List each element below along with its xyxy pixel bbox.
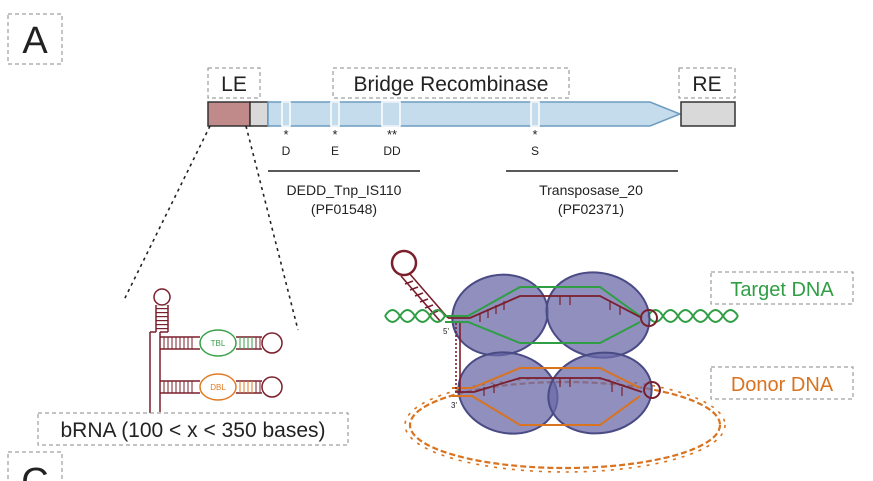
domain-name-dedd: DEDD_Tnp_IS110 <box>287 182 402 198</box>
recombinase-arrow <box>267 101 683 127</box>
motif-star-d: * <box>283 127 288 142</box>
motif-star-e: * <box>332 127 337 142</box>
end-3-label: 3' <box>451 401 457 410</box>
panel-a-label: A <box>22 20 48 62</box>
le-spacer-segment <box>249 101 269 127</box>
le-segment <box>207 101 251 127</box>
zoom-line-right <box>245 125 299 331</box>
panel-a-box <box>7 13 63 65</box>
motif-residue-d: D <box>282 144 291 158</box>
brna-label-box <box>37 412 349 446</box>
end-5-label: 5' <box>443 327 449 336</box>
domain-name-transposase: Transposase_20 <box>539 182 643 198</box>
dbl-label: DBL <box>210 383 226 392</box>
brna-label: bRNA (100 < x < 350 bases) <box>61 419 326 442</box>
target-dna-label-box <box>710 271 854 305</box>
brna-structure <box>149 288 283 420</box>
motif-star-s: * <box>532 127 537 142</box>
motif-residue-dd: DD <box>383 144 401 158</box>
domain-accession-dedd: (PF01548) <box>311 201 377 217</box>
motif-star-dd: ** <box>387 127 397 142</box>
donor-dna-label-box <box>710 366 854 400</box>
zoom-line-left <box>123 125 211 301</box>
le-label-box <box>207 67 261 99</box>
motif-residue-s: S <box>531 144 539 158</box>
motif-markers <box>281 101 540 127</box>
re-label-box <box>678 67 736 99</box>
target-dna-label: Target DNA <box>730 279 834 301</box>
panel-c-box <box>7 451 63 481</box>
panel-c-label: C <box>21 461 48 481</box>
bridge-complex <box>384 249 739 473</box>
donor-dna-label: Donor DNA <box>731 374 834 396</box>
re-segment <box>680 101 736 127</box>
motif-residue-e: E <box>331 144 339 158</box>
le-label: LE <box>221 73 247 96</box>
tbl-label: TBL <box>211 339 226 348</box>
re-label: RE <box>692 73 721 96</box>
recombinase-label: Bridge Recombinase <box>354 73 549 96</box>
domain-accession-transposase: (PF02371) <box>558 201 624 217</box>
